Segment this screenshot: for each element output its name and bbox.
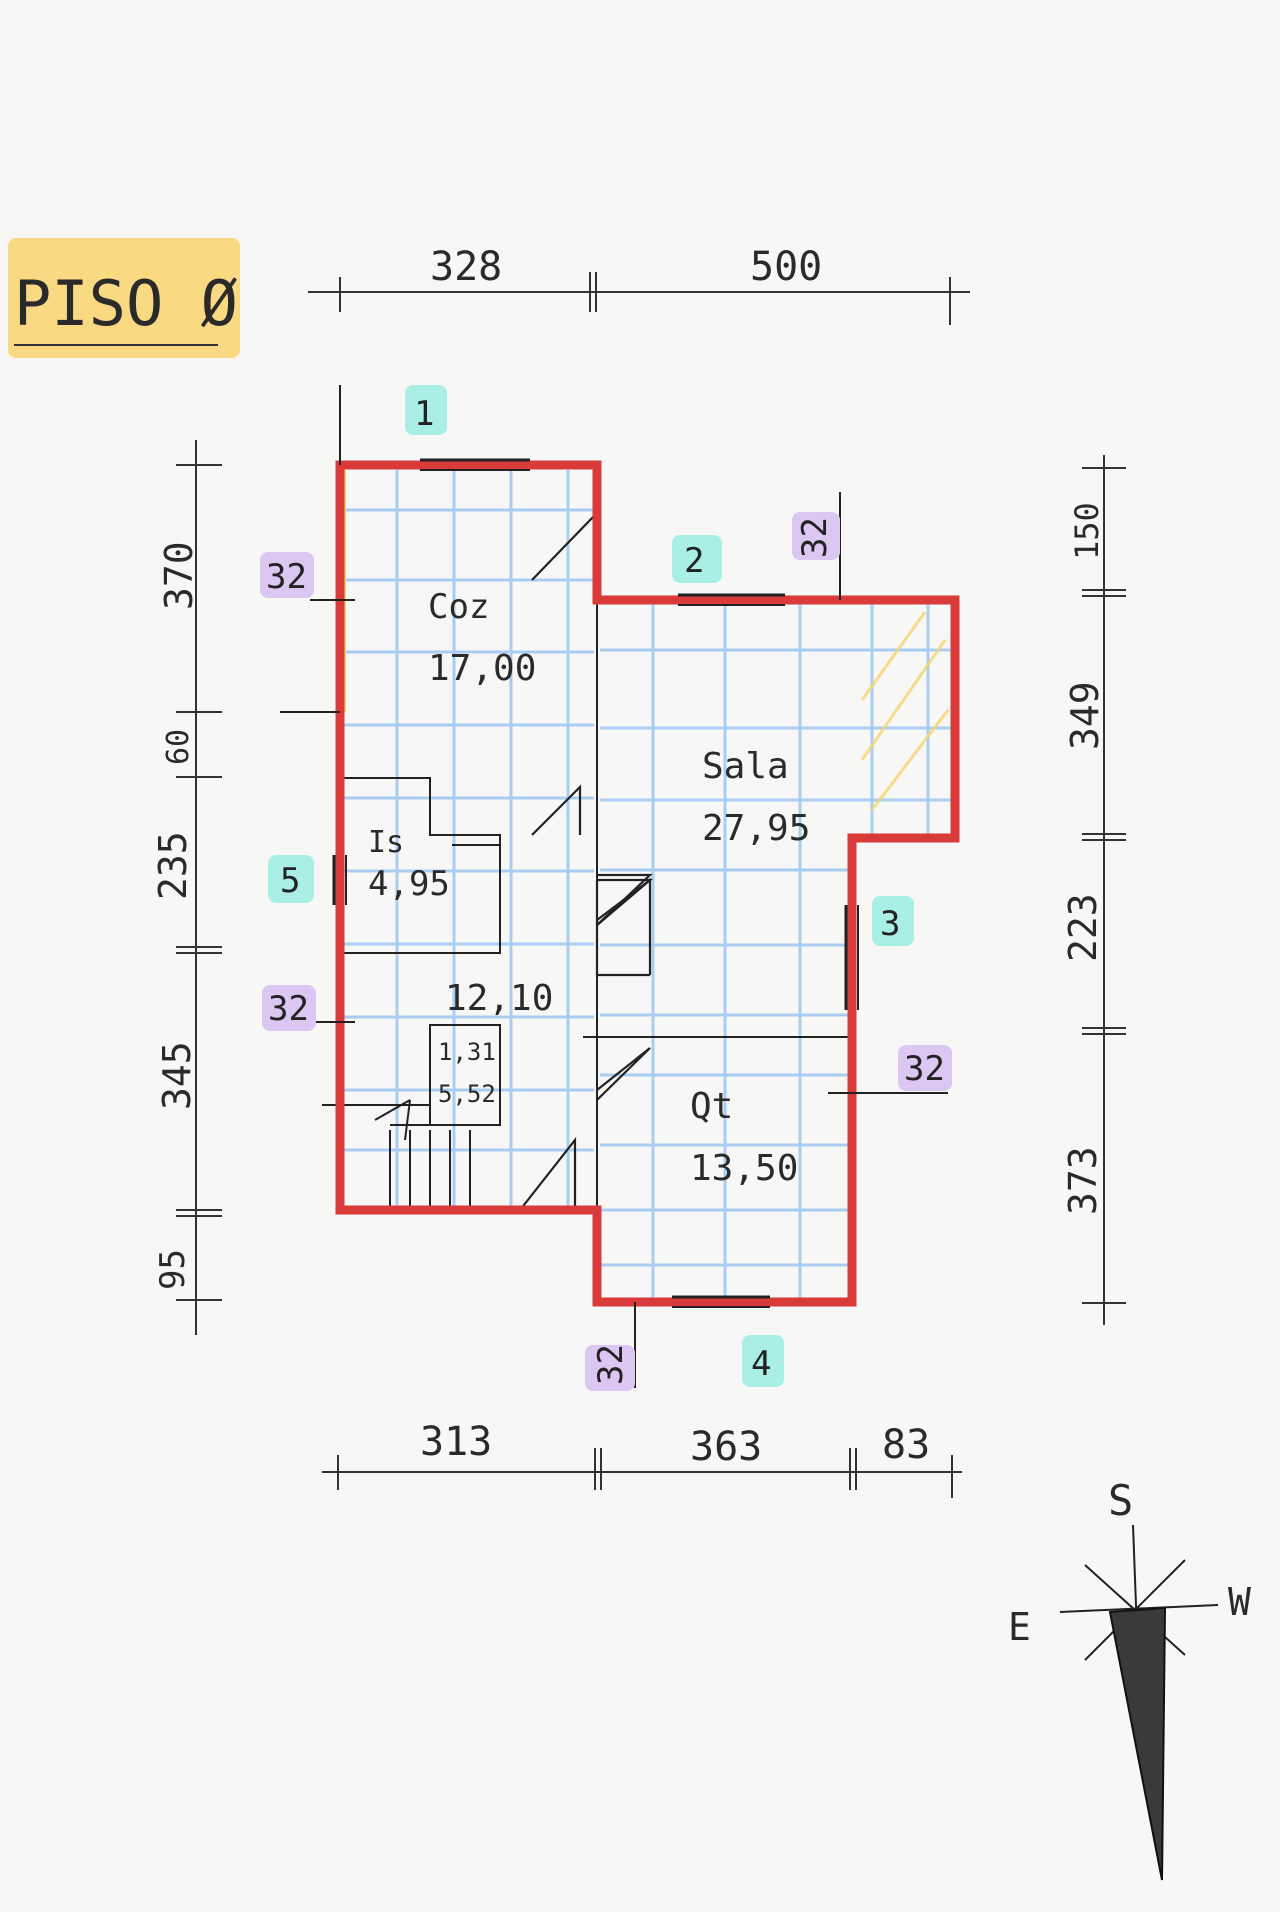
- windows: [332, 458, 859, 1308]
- room-sala-area: 27,95: [702, 808, 810, 849]
- room-qt-area: 13,50: [690, 1148, 798, 1189]
- window-tags: 1 2 3 4 5: [268, 385, 914, 1387]
- dimension-left: 370 60 235 345 95: [151, 440, 222, 1335]
- dim-left-5: 95: [153, 1249, 193, 1290]
- compass-label-top: S: [1108, 1476, 1133, 1525]
- door-swings: [519, 512, 653, 1211]
- compass-arrow-icon: S E W: [1008, 1476, 1251, 1881]
- wall-tag-left-top: 32: [266, 557, 307, 597]
- room-hall-area: 12,10: [445, 978, 553, 1019]
- dim-right-2: 349: [1063, 681, 1107, 750]
- tile-grid: [344, 470, 952, 1302]
- wall-tag-bottom: 32: [591, 1344, 631, 1385]
- room-coz-area: 17,00: [428, 648, 536, 689]
- wall-thickness-tags: 32 32 32 32 32: [260, 512, 952, 1391]
- room-qt-name: Qt: [690, 1086, 733, 1127]
- room-is-name: Is: [368, 825, 404, 860]
- dim-left-3: 235: [151, 831, 195, 900]
- dim-left-4: 345: [155, 1041, 199, 1110]
- dim-left-2: 60: [161, 729, 196, 765]
- wall-tag-top-right: 32: [795, 517, 835, 558]
- wall-tag-left-bottom: 32: [268, 989, 309, 1029]
- stair-small-line2: 5,52: [438, 1080, 496, 1108]
- room-sala-name: Sala: [702, 746, 789, 787]
- room-is-area: 4,95: [368, 864, 450, 904]
- floor-plan: Coz 17,00 Sala 27,95 Is 4,95 12,10 1,31 …: [260, 385, 960, 1391]
- room-coz-name: Coz: [428, 587, 489, 627]
- dimension-bottom: 313 363 83: [322, 1419, 962, 1498]
- wall-tag-right: 32: [904, 1049, 945, 1089]
- title-block: PISO Ø: [8, 238, 240, 358]
- room-labels: Coz 17,00 Sala 27,95 Is 4,95 12,10 1,31 …: [368, 587, 810, 1189]
- dim-right-3: 223: [1061, 893, 1105, 962]
- dimension-right: 150 349 223 373: [1061, 455, 1126, 1325]
- dim-right-4: 373: [1061, 1146, 1105, 1215]
- window-tag-5: 5: [280, 861, 300, 901]
- compass-label-left: E: [1008, 1605, 1031, 1649]
- window-tag-1: 1: [414, 394, 434, 434]
- dimension-top: 328 500: [308, 244, 970, 325]
- exterior-wall: [335, 460, 960, 1307]
- dim-bottom-1: 313: [420, 1419, 492, 1465]
- dim-bottom-3: 83: [882, 1422, 930, 1468]
- dim-top-1: 328: [430, 244, 502, 290]
- dim-left-1: 370: [157, 541, 201, 610]
- page-title: PISO Ø: [14, 267, 238, 340]
- dim-top-2: 500: [750, 244, 822, 290]
- highlight-areas: [338, 470, 950, 811]
- dim-right-1: 150: [1068, 502, 1106, 560]
- window-tag-2: 2: [684, 541, 704, 581]
- interior-walls: [322, 600, 852, 1210]
- title-highlight: [8, 238, 240, 358]
- dim-bottom-2: 363: [690, 1424, 762, 1470]
- window-tag-4: 4: [751, 1344, 771, 1384]
- compass-label-right: W: [1228, 1580, 1251, 1624]
- window-tag-3: 3: [880, 904, 900, 944]
- stair-small-line1: 1,31: [438, 1038, 496, 1066]
